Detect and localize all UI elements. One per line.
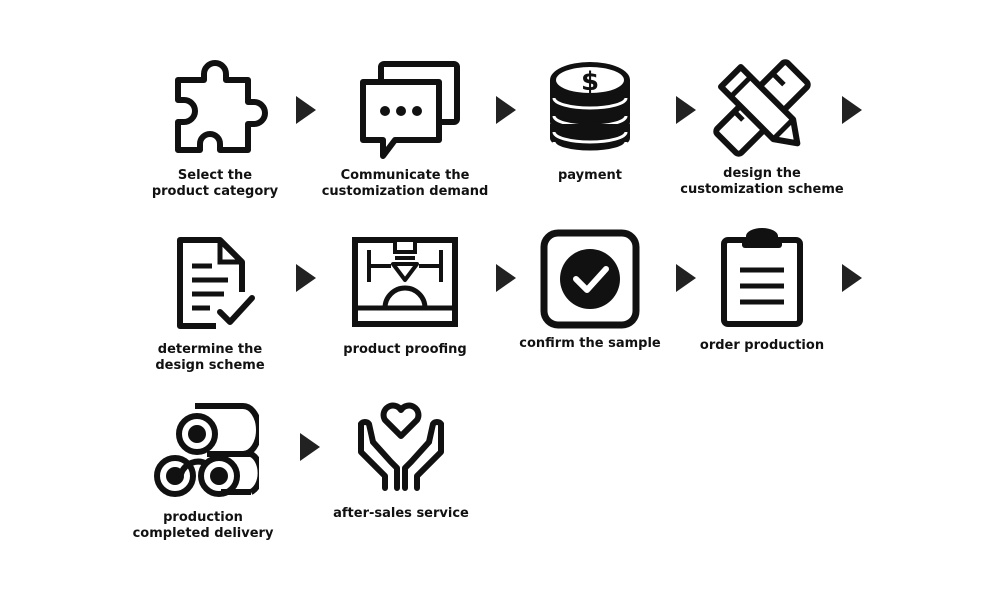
- rolls-icon: [154, 403, 259, 497]
- step-confirm-sample: confirm the sample: [505, 229, 675, 352]
- step-label: Select the product category: [151, 168, 279, 199]
- 3d-printer-icon: [352, 237, 458, 327]
- step-payment: $ payment: [505, 54, 675, 184]
- step-determine-design: determine the design scheme: [125, 236, 295, 374]
- step-communicate-demand: Communicate the customization demand: [320, 58, 490, 200]
- step-product-proofing: product proofing: [320, 236, 490, 358]
- arrow-right-icon: [842, 264, 862, 292]
- step-label: after-sales service: [333, 506, 469, 521]
- pencil-ruler-icon: [713, 59, 811, 157]
- step-select-product-category: Select the product category: [130, 58, 300, 200]
- dollar-sign-icon: $: [581, 67, 599, 97]
- chat-bubbles-icon: [360, 61, 460, 159]
- step-label: Communicate the customization demand: [321, 168, 489, 199]
- step-label: product proofing: [343, 342, 467, 357]
- step-label: production completed delivery: [132, 510, 274, 541]
- step-label: payment: [558, 168, 622, 183]
- step-label: design the customization scheme: [680, 166, 844, 197]
- step-order-production: order production: [677, 224, 847, 354]
- step-label: order production: [699, 338, 825, 353]
- clipboard-icon: [721, 228, 803, 327]
- coin-stack-icon: $: [550, 62, 630, 154]
- step-label: confirm the sample: [519, 336, 661, 351]
- document-check-icon: [177, 237, 255, 329]
- arrow-right-icon: [676, 264, 696, 292]
- hands-heart-icon: [358, 402, 444, 491]
- step-design-scheme: design the customization scheme: [677, 54, 847, 198]
- arrow-right-icon: [496, 264, 516, 292]
- arrow-right-icon: [496, 96, 516, 124]
- step-production-delivery: production completed delivery: [118, 396, 288, 542]
- arrow-right-icon: [296, 96, 316, 124]
- checkmark-icon: [540, 229, 640, 329]
- puzzle-piece-icon: [175, 60, 268, 153]
- step-after-sales: after-sales service: [316, 394, 486, 522]
- arrow-right-icon: [676, 96, 696, 124]
- arrow-right-icon: [296, 264, 316, 292]
- step-label: determine the design scheme: [155, 342, 265, 373]
- arrow-right-icon: [842, 96, 862, 124]
- arrow-right-icon: [300, 433, 320, 461]
